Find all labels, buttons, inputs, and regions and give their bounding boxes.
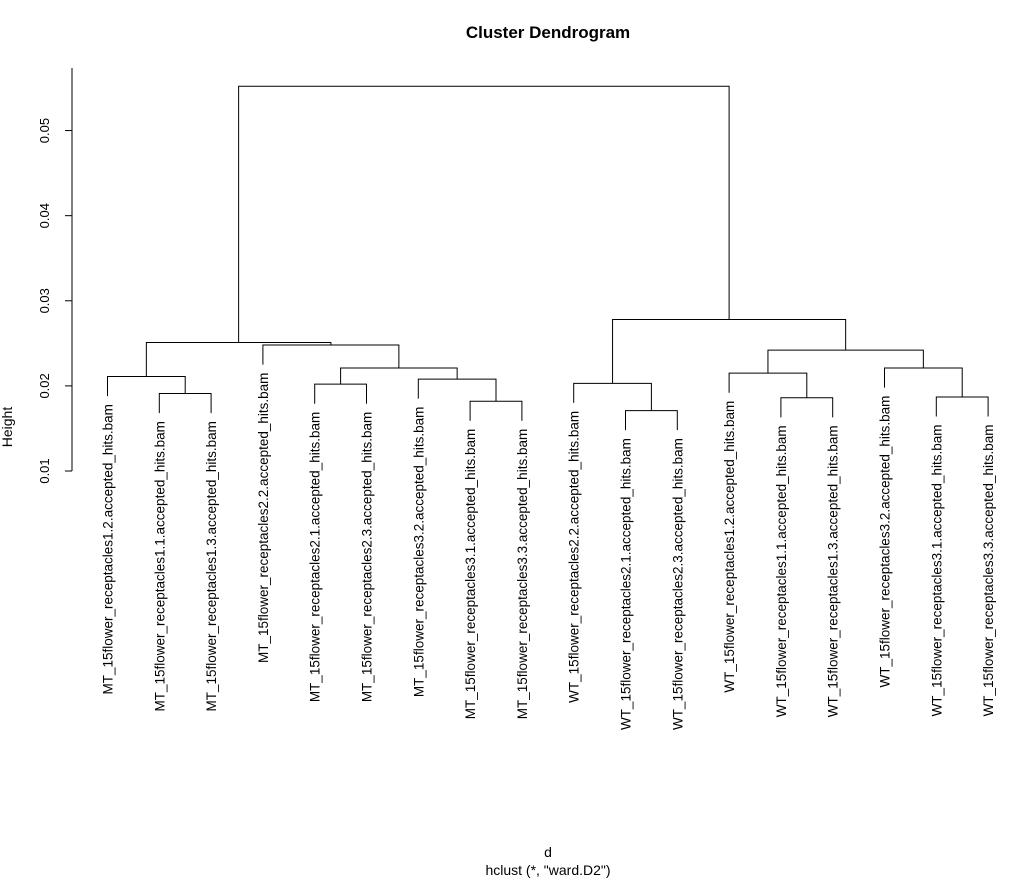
dendrogram-link: [145, 341, 332, 377]
leaf-label: WT_15flower_receptacles1.2.accepted_hits…: [722, 401, 737, 693]
dendrogram-link: [625, 410, 678, 431]
leaf-label: WT_15flower_receptacles3.2.accepted_hits…: [878, 396, 893, 688]
leaf-label: MT_15flower_receptacles1.1.accepted_hits…: [152, 421, 167, 711]
dendrogram-link: [340, 367, 458, 385]
dendrogram-link: [238, 85, 730, 343]
y-tick-label: 0.01: [37, 458, 52, 483]
leaf-label: MT_15flower_receptacles3.3.accepted_hits…: [515, 429, 530, 719]
leaf-label: MT_15flower_receptacles3.1.accepted_hits…: [463, 429, 478, 719]
leaf-label: WT_15flower_receptacles2.3.accepted_hits…: [670, 438, 685, 730]
leaf-label: MT_15flower_receptacles1.3.accepted_hits…: [204, 421, 219, 711]
leaf-label: MT_15flower_receptacles3.2.accepted_hits…: [411, 407, 426, 697]
y-tick-label: 0.02: [37, 373, 52, 398]
leaf-label: WT_15flower_receptacles1.3.accepted_hits…: [826, 425, 841, 717]
y-axis-label: Height: [0, 407, 15, 448]
dendrogram-link: [417, 378, 497, 402]
leaf-label: WT_15flower_receptacles3.1.accepted_hits…: [929, 425, 944, 717]
y-tick-label: 0.05: [37, 118, 52, 143]
leaf-labels: MT_15flower_receptacles1.2.accepted_hits…: [101, 373, 997, 730]
dendrogram-link: [158, 393, 212, 414]
y-ticks: 0.01 0.02 0.03 0.04 0.05: [37, 118, 72, 484]
dendrogram-link: [107, 376, 186, 397]
x-axis-label: d: [544, 844, 552, 860]
leaf-label: MT_15flower_receptacles1.2.accepted_hits…: [101, 404, 116, 694]
chart-title: Cluster Dendrogram: [466, 23, 630, 42]
dendrogram-link: [573, 382, 652, 411]
dendrogram-link: [935, 396, 989, 417]
leaf-label: WT_15flower_receptacles2.2.accepted_hits…: [567, 411, 582, 703]
dendrogram-link: [767, 349, 924, 374]
leaf-label: MT_15flower_receptacles2.3.accepted_hits…: [360, 412, 375, 702]
leaf-label: WT_15flower_receptacles1.1.accepted_hits…: [774, 425, 789, 717]
dendrogram-link: [469, 400, 523, 421]
dendrogram-link: [780, 397, 834, 418]
method-sublabel: hclust (*, "ward.D2"): [485, 862, 610, 878]
dendrogram-link: [314, 383, 367, 404]
leaf-label: MT_15flower_receptacles2.1.accepted_hits…: [308, 412, 323, 702]
dendrogram-link: [728, 372, 808, 398]
leaf-label: WT_15flower_receptacles2.1.accepted_hits…: [619, 438, 634, 730]
dendrogram-link: [262, 344, 400, 369]
y-tick-label: 0.04: [37, 203, 52, 228]
leaf-label: WT_15flower_receptacles3.3.accepted_hits…: [981, 425, 996, 717]
dendrogram-links: [107, 85, 989, 431]
dendrogram-link: [884, 367, 963, 397]
y-tick-label: 0.03: [37, 288, 52, 313]
leaf-label: MT_15flower_receptacles2.2.accepted_hits…: [256, 373, 271, 663]
